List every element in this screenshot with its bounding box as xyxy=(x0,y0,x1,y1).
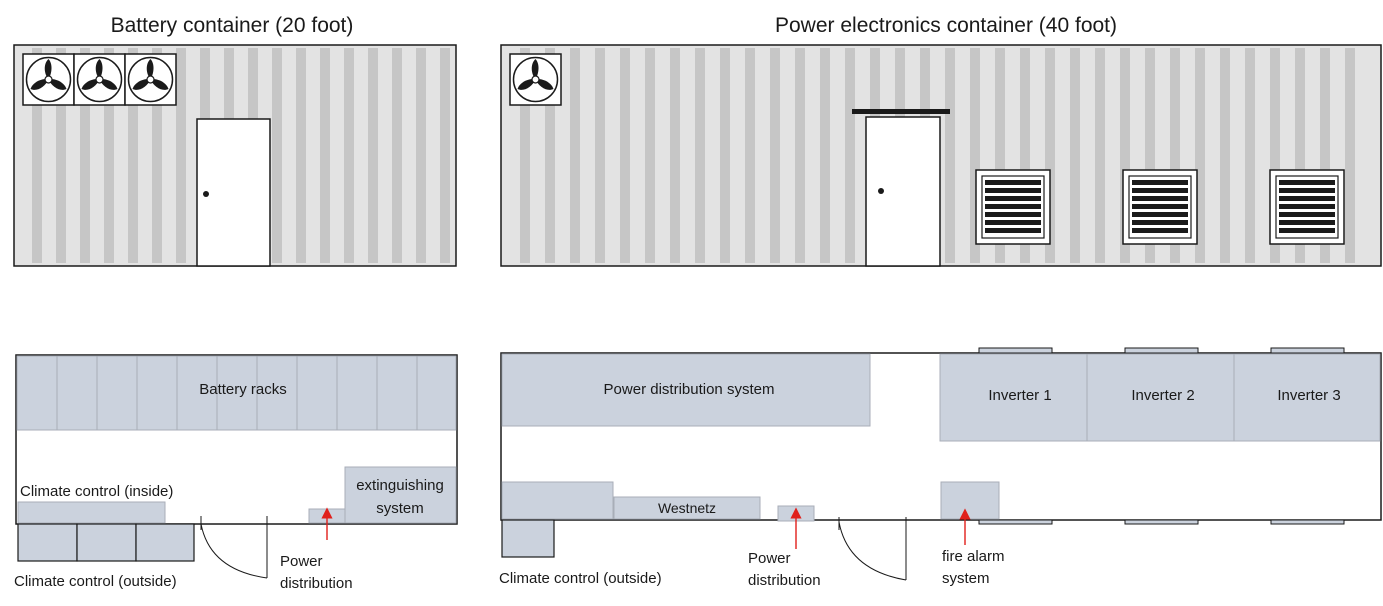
power-distribution-label-line2: distribution xyxy=(280,575,353,592)
inverter-2-label: Inverter 2 xyxy=(1131,387,1194,404)
battery-racks-label: Battery racks xyxy=(199,381,287,398)
extinguishing-system-label-line2: system xyxy=(376,500,424,517)
power-distribution-label-line2: distribution xyxy=(748,572,821,589)
fire-alarm-label-line2: system xyxy=(942,570,990,587)
battery-container-title: Battery container (20 foot) xyxy=(111,14,354,37)
vent-louver-icon xyxy=(975,169,1051,245)
climate-control-outside-unit xyxy=(501,519,555,558)
inverter-1-unit xyxy=(939,353,1088,442)
power-distribution-label-line1: Power xyxy=(748,550,791,567)
door-canopy xyxy=(852,109,950,114)
vent-louver-icon xyxy=(1269,169,1345,245)
climate-control-inside-unit xyxy=(17,501,166,524)
climate-control-outside-label: Climate control (outside) xyxy=(499,570,662,587)
climate-control-outside-units xyxy=(17,523,195,562)
fan-icon xyxy=(22,53,75,106)
extinguishing-system-label-line1: extinguishing xyxy=(356,477,444,494)
inverter-3-label: Inverter 3 xyxy=(1277,387,1340,404)
fan-icon xyxy=(509,53,562,106)
fire-alarm-system-unit xyxy=(940,481,1000,520)
inverter-wall-vents xyxy=(978,347,1345,525)
battery-racks xyxy=(16,355,457,431)
fire-alarm-label-line1: fire alarm xyxy=(942,548,1005,565)
climate-control-outside-label: Climate control (outside) xyxy=(14,573,177,590)
vent-louver-icon xyxy=(1122,169,1198,245)
battery-container-door xyxy=(196,118,271,267)
power-distribution-system-unit xyxy=(501,353,871,427)
battery-floor-plan: Battery racks extinguishing system Clima… xyxy=(14,354,458,592)
westnetz-label: Westnetz xyxy=(658,500,716,516)
climate-control-inside-unit xyxy=(501,481,614,520)
fan-icon xyxy=(73,53,126,106)
inverter-3-unit xyxy=(1233,353,1381,442)
power-door-swing xyxy=(838,517,907,581)
power-container-door xyxy=(865,116,941,267)
power-floor-plan: Power distribution system Inverter 1 Inv… xyxy=(499,347,1382,589)
inverter-1-label: Inverter 1 xyxy=(988,387,1051,404)
power-container-title: Power electronics container (40 foot) xyxy=(775,14,1117,37)
extinguishing-system-unit xyxy=(344,466,457,524)
battery-door-swing xyxy=(200,516,268,579)
fan-icon xyxy=(124,53,177,106)
westnetz-unit xyxy=(613,496,761,520)
power-distribution-label-line1: Power xyxy=(280,553,323,570)
battery-container-elevation xyxy=(13,44,457,267)
power-container-elevation xyxy=(500,44,1382,267)
power-distribution-system-label: Power distribution system xyxy=(604,381,775,398)
battery-container-stripes xyxy=(32,48,450,263)
climate-control-inside-label: Climate control (inside) xyxy=(20,483,173,500)
